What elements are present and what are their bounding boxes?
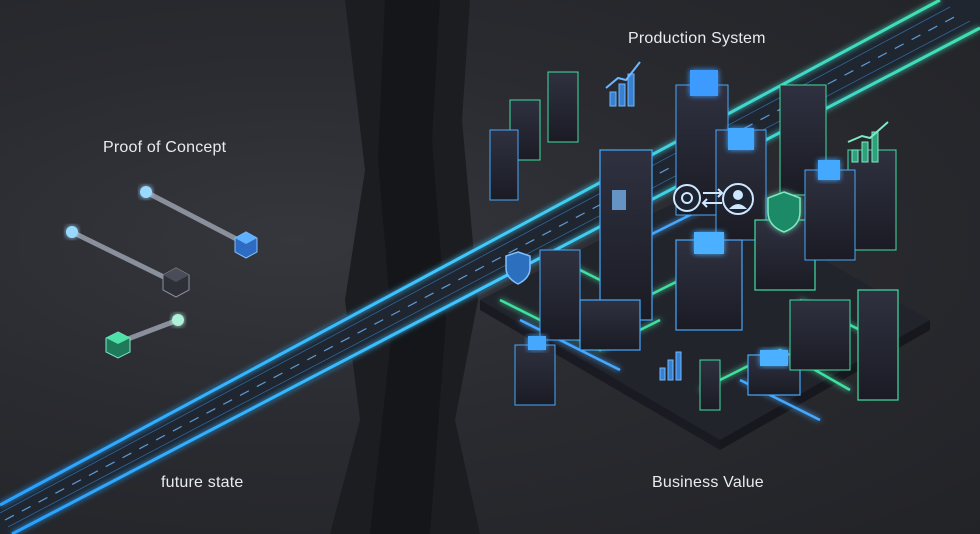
bar-chart-icon xyxy=(659,351,682,381)
gear-icon xyxy=(673,184,701,212)
chasm xyxy=(330,0,480,534)
future-state-label: future state xyxy=(161,474,244,491)
bar-chart-icon xyxy=(847,121,889,163)
user-icon xyxy=(722,183,754,215)
business-value-label: Business Value xyxy=(652,474,764,491)
city xyxy=(480,61,930,450)
production-system-label: Production System xyxy=(628,30,766,47)
cube-node-icon xyxy=(162,267,190,298)
shield-icon xyxy=(505,251,531,285)
poc-nodes xyxy=(66,186,258,359)
bar-chart-icon xyxy=(605,61,641,107)
cube-node-icon xyxy=(234,231,258,259)
shield-icon xyxy=(767,191,801,233)
swap-arrows-icon xyxy=(701,188,724,208)
proof-of-concept-label: Proof of Concept xyxy=(103,139,227,156)
cube-node-icon xyxy=(105,331,131,359)
